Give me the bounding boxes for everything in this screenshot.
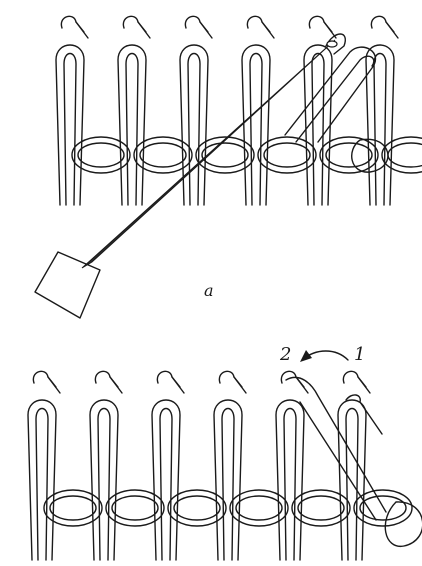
- crossed-stitch: [286, 377, 422, 546]
- panel-b: 2 1: [28, 344, 422, 560]
- loop: [230, 490, 288, 526]
- loop: [106, 490, 164, 526]
- needle-row-top: [56, 16, 398, 205]
- needle: [118, 16, 150, 205]
- position-label-1: 1: [354, 344, 365, 365]
- needle: [90, 371, 122, 560]
- loop: [292, 490, 350, 526]
- needle: [214, 371, 246, 560]
- needle: [56, 16, 88, 205]
- needle-row-bottom: [28, 371, 370, 560]
- curved-arrow-icon: [300, 350, 348, 362]
- panel-caption: a: [204, 281, 214, 300]
- needle: [276, 371, 308, 560]
- loop: [44, 490, 102, 526]
- needle: [338, 371, 370, 560]
- panel-a: a: [35, 16, 422, 318]
- position-label-2: 2: [279, 344, 291, 365]
- loop: [168, 490, 226, 526]
- needle: [366, 16, 398, 205]
- needle: [152, 371, 184, 560]
- loop-row-top: [72, 137, 422, 173]
- needle: [28, 371, 60, 560]
